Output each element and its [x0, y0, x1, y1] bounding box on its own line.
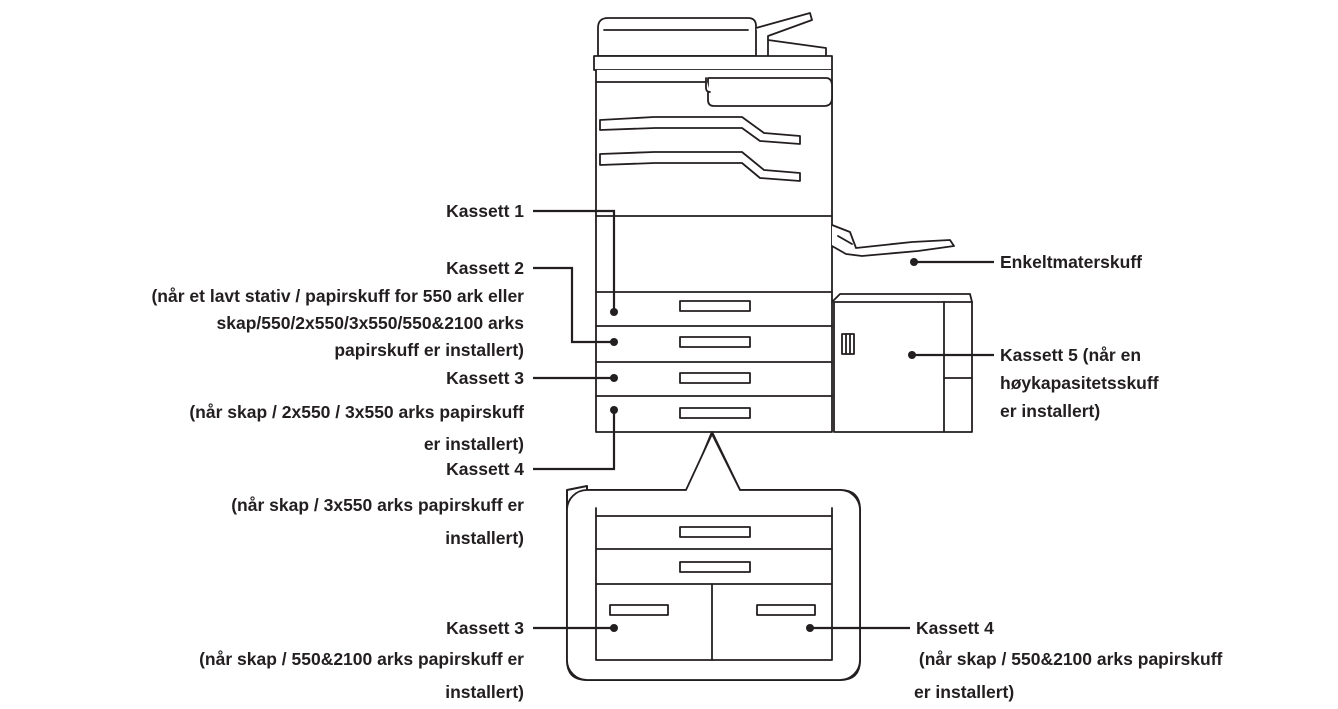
label-tray3-note: (når skap / 2x550 / 3x550 arks papirskuf… — [189, 402, 524, 454]
label-tray3: Kassett 3 — [446, 368, 524, 388]
printer-body — [595, 69, 833, 433]
label-tray3-alt-note: (når skap / 550&2100 arks papirskuff er … — [199, 649, 524, 702]
high-capacity-tray — [831, 293, 973, 433]
dot-tray5 — [908, 351, 916, 359]
label-tray4: Kassett 4 — [446, 459, 524, 479]
document-feeder — [593, 12, 833, 72]
label-tray2-note: (når et lavt stativ / papirskuff for 550… — [151, 286, 524, 360]
label-bypass: Enkeltmaterskuff — [1000, 252, 1142, 272]
dot-tray3 — [610, 374, 618, 382]
label-tray4-alt-note: (når skap / 550&2100 arks papirskuff er … — [914, 649, 1223, 702]
leader-tray4 — [533, 410, 616, 471]
label-tray5: Kassett 5 (når en høykapasitetsskuff er … — [1000, 345, 1159, 421]
label-tray3-alt: Kassett 3 — [446, 618, 524, 638]
leader-tray2 — [533, 266, 614, 344]
dot-tray3-alt — [610, 624, 618, 632]
dot-bypass — [910, 258, 918, 266]
bypass-tray — [831, 224, 955, 257]
label-tray1: Kassett 1 — [446, 201, 524, 221]
label-tray4-note: (når skap / 3x550 arks papirskuff er ins… — [231, 495, 524, 548]
dot-tray4 — [610, 406, 618, 414]
dot-tray4-alt — [806, 624, 814, 632]
leader-tray1 — [533, 209, 616, 312]
dot-tray1 — [610, 308, 618, 316]
callout-box — [566, 431, 861, 681]
dot-tray2 — [610, 338, 618, 346]
label-tray4-alt: Kassett 4 — [916, 618, 994, 638]
label-tray2: Kassett 2 — [446, 258, 524, 278]
